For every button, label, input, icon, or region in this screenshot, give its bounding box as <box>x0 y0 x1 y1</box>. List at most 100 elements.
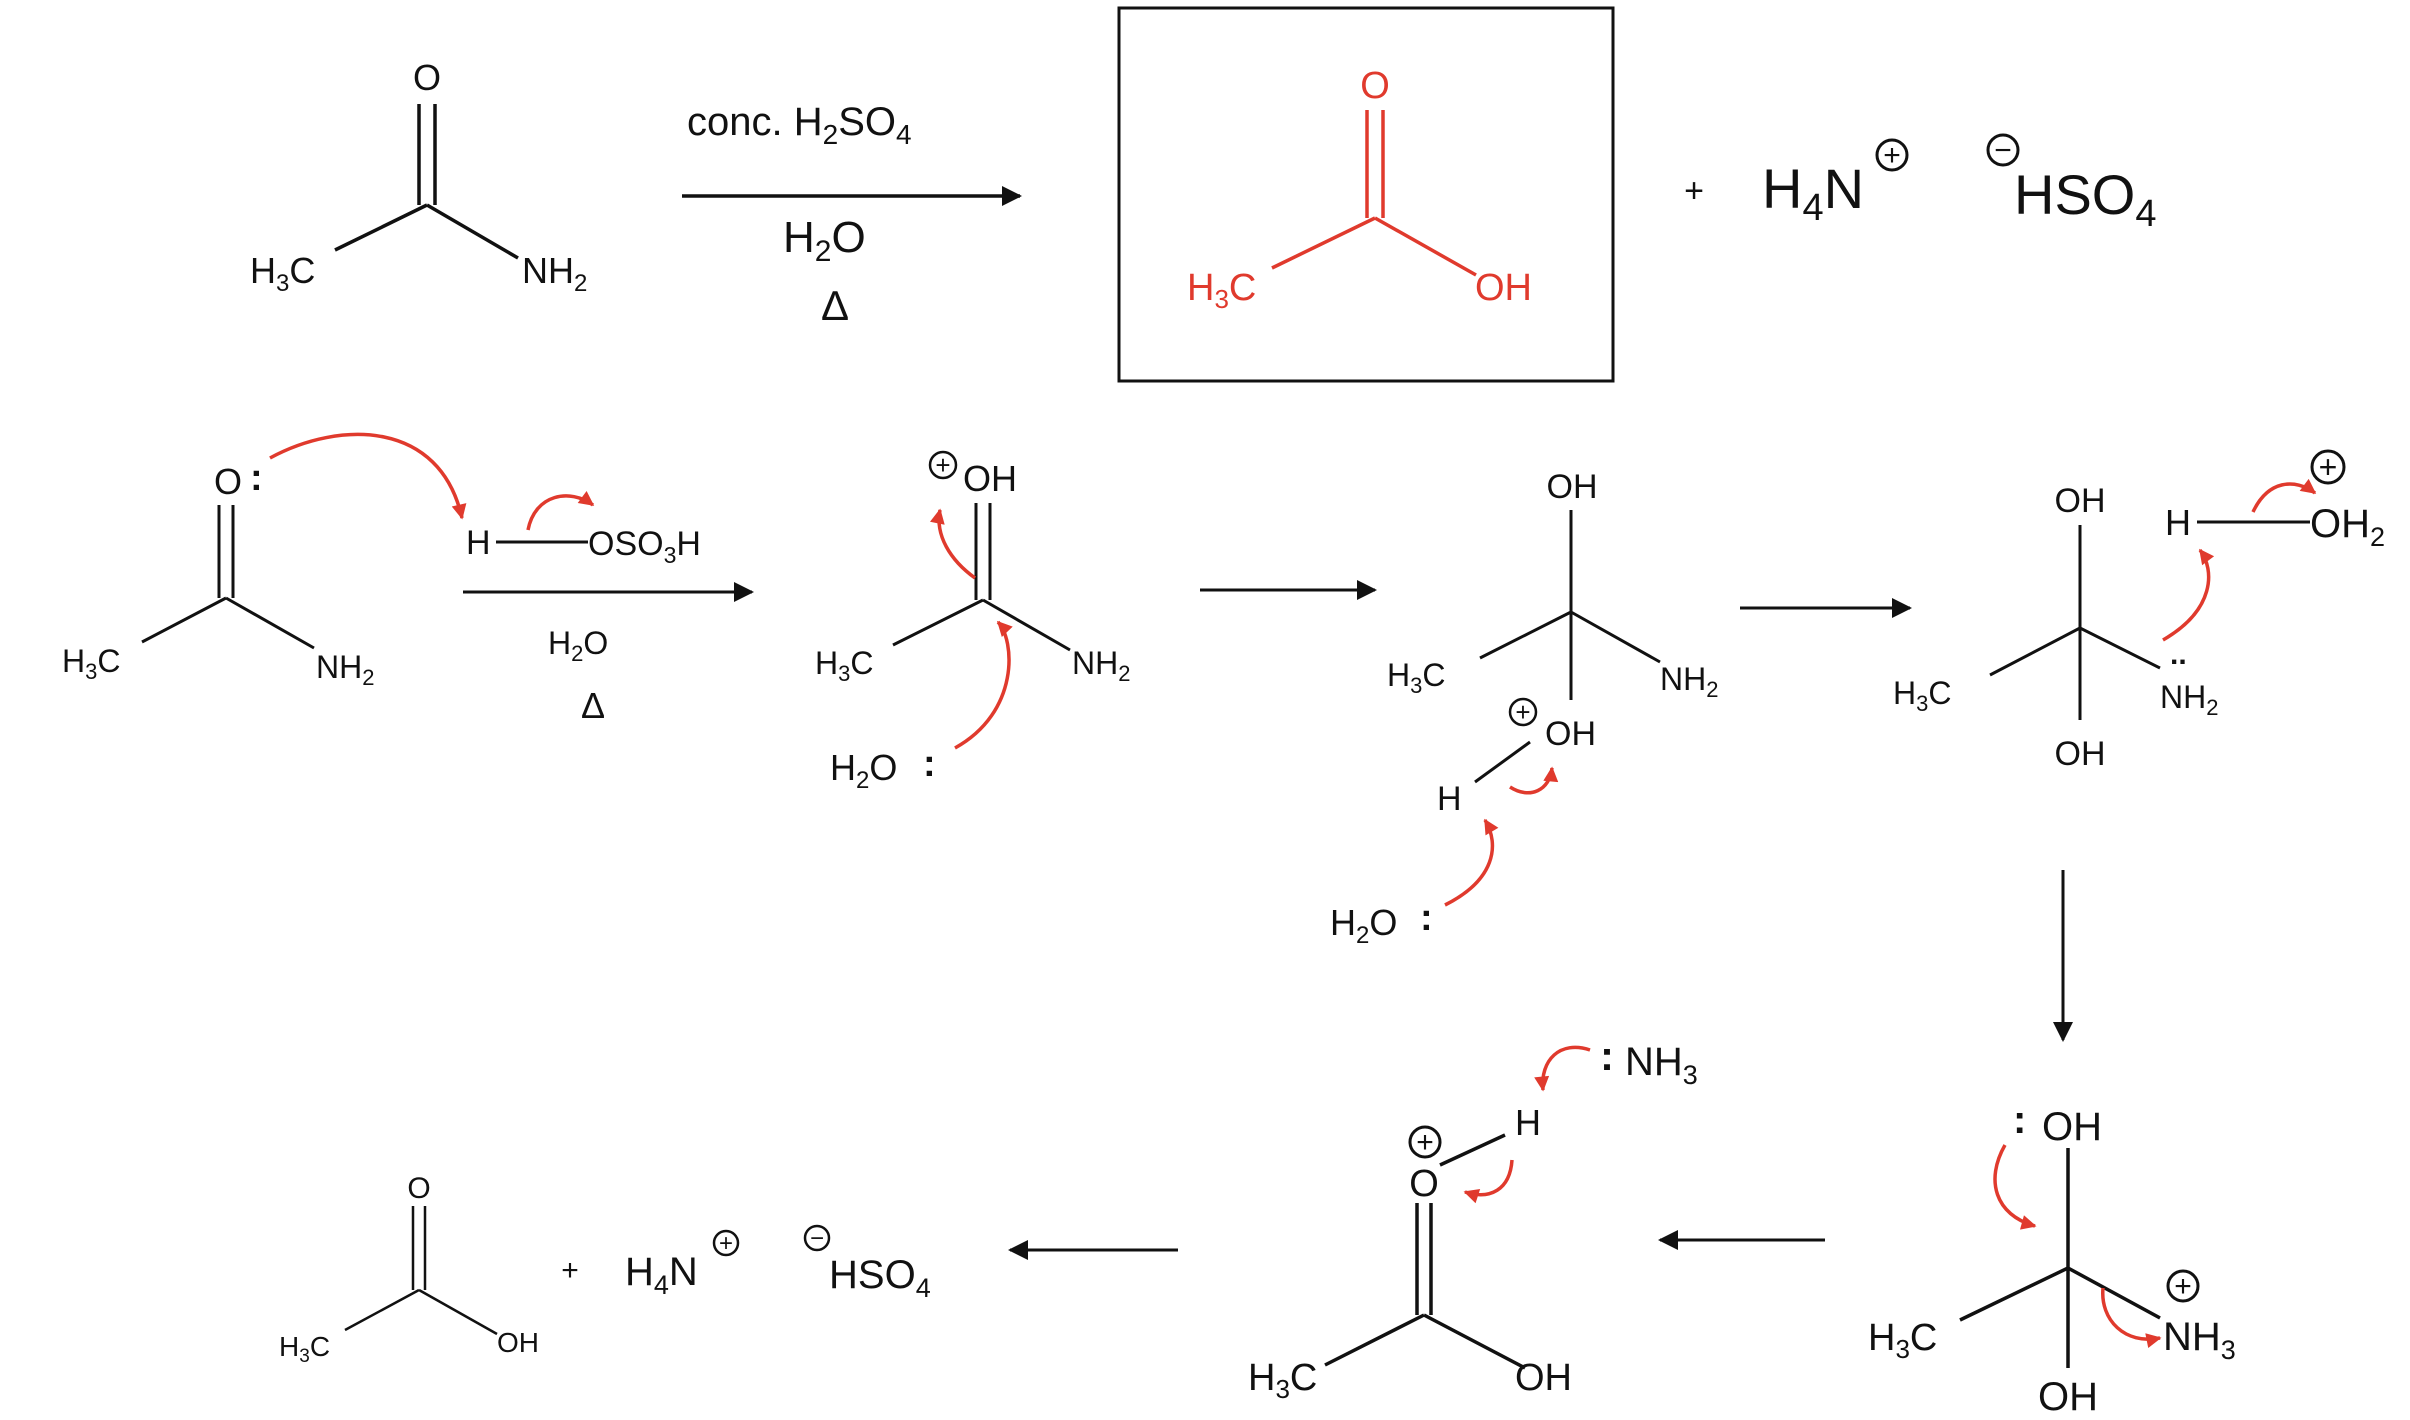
step4-charge-circle <box>2310 449 2346 485</box>
step4-amine: NH2 <box>2160 679 2218 720</box>
step4-curved-arrow-n-to-h <box>2162 548 2215 642</box>
step6-charge-circle <box>1408 1125 1442 1159</box>
step1-amine: NH2 <box>316 649 374 690</box>
step1-acid-rest: OSO3H <box>588 525 701 568</box>
final-bisulfate-charge: − <box>810 1225 824 1252</box>
final-ammonium: H4N <box>625 1250 698 1300</box>
step1-cond-heat: Δ <box>581 685 605 726</box>
mechanism-step1: O : H3C NH2 H OSO3H H2O Δ <box>62 432 754 726</box>
step1-curved-arrow-o-to-h <box>269 432 467 520</box>
top-reactant-carbonyl-o: O <box>413 57 441 98</box>
top-ammonium-charge-circle <box>1875 138 1909 172</box>
step5-curved-arrow-bond-to-n <box>2101 1287 2162 1348</box>
mechanism-step3: OH H3C NH2 + OH H H2O : <box>1330 468 1912 949</box>
final-ammonium-charge: + <box>719 1230 733 1257</box>
step6-lone-pair: : <box>1600 1032 1614 1079</box>
step5-lone-pair: : <box>2013 1098 2026 1142</box>
step2-water: H2O <box>830 747 897 794</box>
step3-curved-arrow-water-to-h <box>1444 818 1499 907</box>
step2-bonds <box>892 503 1071 652</box>
final-carbonyl-o: O <box>407 1172 430 1205</box>
final-bisulfate-charge-circle <box>803 1224 831 1252</box>
step5-methyl: H3C <box>1868 1317 1937 1364</box>
top-bisulfate: HSO4 <box>2014 163 2157 235</box>
mechanism-step6: + O H : NH3 H3C OH <box>1008 1032 1698 1404</box>
step1-amide-bonds <box>141 505 315 650</box>
final-acid-bonds <box>344 1206 498 1336</box>
step1-o-lone-pair: : <box>250 457 263 499</box>
step1-carbonyl-o: O <box>214 461 242 502</box>
step2-curved-arrow-pi-to-o <box>930 508 977 580</box>
top-product-hydroxyl: OH <box>1475 267 1532 309</box>
top-reagent: conc. H2SO4 <box>687 100 912 150</box>
top-product-carbonyl-o: O <box>1360 65 1390 107</box>
step6-bonds <box>1324 1133 1526 1370</box>
top-product-methyl: H3C <box>1187 267 1256 314</box>
step3-curved-arrow-bond-to-o <box>1509 766 1559 795</box>
step6-curved-arrow-nh3-to-h <box>1534 1045 1591 1092</box>
step4-charge: + <box>2319 449 2338 485</box>
step1-methyl: H3C <box>62 643 120 684</box>
top-reactant-acetamide <box>334 104 519 260</box>
step5-oh-top: OH <box>2042 1105 2102 1149</box>
step6-h: H <box>1515 1102 1541 1143</box>
top-reactant-amine: NH2 <box>522 250 587 297</box>
step3-h: H <box>1437 780 1462 818</box>
step4-curved-arrow-bond-to-o <box>2251 478 2317 513</box>
step6-ammonia: NH3 <box>1625 1040 1698 1090</box>
step3-amine: NH2 <box>1660 661 1718 702</box>
step3-water: H2O <box>1330 902 1397 949</box>
top-bisulfate-charge: − <box>1994 134 2012 167</box>
step5-ammonium: NH3 <box>2163 1315 2236 1365</box>
step4-oh-top: OH <box>2055 482 2106 520</box>
step2-oh: OH <box>963 458 1017 499</box>
step3-oh-top: OH <box>1547 468 1598 506</box>
step2-water-lone-pair: : <box>923 743 936 785</box>
step4-methyl: H3C <box>1893 675 1951 716</box>
step2-methyl: H3C <box>815 645 873 686</box>
final-bisulfate: HSO4 <box>829 1253 931 1303</box>
step3-bonds <box>1474 510 1661 784</box>
step4-oh-bottom: OH <box>2055 735 2106 773</box>
step6-hydroxyl: OH <box>1515 1357 1572 1399</box>
top-ammonium: H4N <box>1762 157 1864 229</box>
step1-curved-arrow-bond-to-o <box>526 490 595 531</box>
top-product-acetic-acid <box>1271 110 1477 277</box>
mechanism-step4: OH H3C .. NH2 OH H OH2 + <box>1893 449 2385 1042</box>
step2-amine: NH2 <box>1072 645 1130 686</box>
final-products: O H3C OH + H4N + − HSO4 <box>279 1172 931 1367</box>
step3-charge-circle <box>1508 697 1538 727</box>
step5-charge: + <box>2174 1270 2192 1303</box>
final-methyl: H3C <box>279 1331 330 1367</box>
step5-bonds <box>1959 1148 2161 1368</box>
product-highlight-box <box>1117 6 1615 383</box>
top-solvent: H2O <box>783 213 866 268</box>
step6-methyl: H3C <box>1248 1357 1317 1404</box>
top-reaction: O H3C NH2 conc. H2SO4 H2O Δ O H3C OH + H… <box>250 6 2157 383</box>
step5-curved-arrow-lp-to-bond <box>1993 1144 2037 1230</box>
step6-curved-arrow-bond-to-o <box>1463 1159 1514 1204</box>
step4-bonds <box>1989 525 2161 720</box>
mechanism-step2: + OH H3C NH2 H2O : <box>815 450 1377 794</box>
step2-charge-circle <box>928 450 958 480</box>
top-reactant-methyl: H3C <box>250 250 315 297</box>
step3-charge: + <box>1515 697 1530 727</box>
final-hydroxyl: OH <box>497 1327 539 1358</box>
step5-oh-bottom: OH <box>2038 1375 2098 1419</box>
step6-charge: + <box>1416 1126 1434 1159</box>
top-heat-symbol: Δ <box>821 282 849 329</box>
mechanism-step5: : OH H3C + NH3 OH <box>1658 1098 2236 1419</box>
step1-cond-water: H2O <box>548 625 608 666</box>
top-bisulfate-charge-circle <box>1986 133 2020 167</box>
final-ammonium-charge-circle <box>712 1229 740 1257</box>
step3-methyl: H3C <box>1387 657 1445 698</box>
step6-carbonyl-o: O <box>1409 1163 1439 1205</box>
step2-curved-arrow-water-attack <box>954 620 1013 750</box>
step4-h: H <box>2165 502 2191 543</box>
step4-amine-lone-pair: .. <box>2170 638 2187 671</box>
step3-water-lone-pair: : <box>1420 897 1433 939</box>
step1-acid-h: H <box>466 524 491 562</box>
step2-charge: + <box>935 450 950 480</box>
top-ammonium-charge: + <box>1883 139 1901 172</box>
